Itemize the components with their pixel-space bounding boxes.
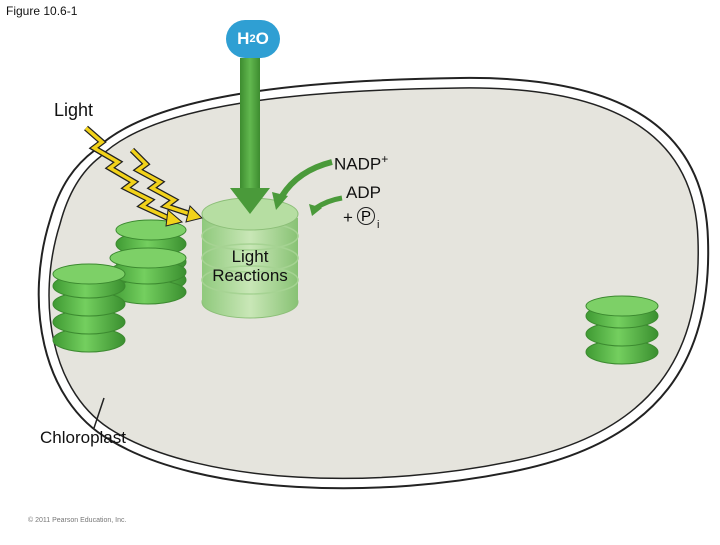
chloroplast-leader-line bbox=[93, 397, 105, 429]
lightning-bolt-2 bbox=[129, 147, 191, 217]
nadp-label-main: NADP bbox=[334, 154, 382, 174]
phosphate-subscript: i bbox=[377, 219, 380, 231]
lightning-tip-1 bbox=[165, 209, 184, 227]
chloroplast-envelope bbox=[37, 76, 710, 490]
water-label-tail: O bbox=[255, 29, 269, 48]
light-reactions-label: Light Reactions bbox=[200, 247, 300, 285]
water-arrow bbox=[230, 58, 270, 214]
chloroplast-label: Chloroplast bbox=[40, 428, 126, 447]
nadp-label-sup: + bbox=[381, 152, 389, 166]
phosphate-circle: P bbox=[357, 207, 375, 225]
nadp-label: NADP+ bbox=[334, 152, 388, 175]
granum-left-front bbox=[52, 263, 126, 353]
plus-label: + bbox=[343, 208, 353, 227]
granum-right bbox=[585, 295, 659, 365]
light-reactions-line2: Reactions bbox=[212, 266, 288, 285]
water-label-main: H bbox=[237, 29, 250, 48]
figure-title: Figure 10.6-1 bbox=[6, 4, 78, 18]
light-label: Light bbox=[54, 100, 94, 120]
adp-label: ADP bbox=[346, 183, 381, 202]
copyright-notice: © 2011 Pearson Education, Inc. bbox=[28, 517, 127, 524]
adp-arrow bbox=[309, 195, 343, 216]
granum-left-middle bbox=[109, 247, 187, 305]
lightning-tip-2 bbox=[185, 205, 203, 223]
lightning-bolt-1 bbox=[84, 125, 170, 221]
nadp-arrow bbox=[272, 159, 333, 210]
water-label-sub: 2 bbox=[249, 33, 256, 45]
light-reactions-line1: Light bbox=[231, 247, 269, 266]
